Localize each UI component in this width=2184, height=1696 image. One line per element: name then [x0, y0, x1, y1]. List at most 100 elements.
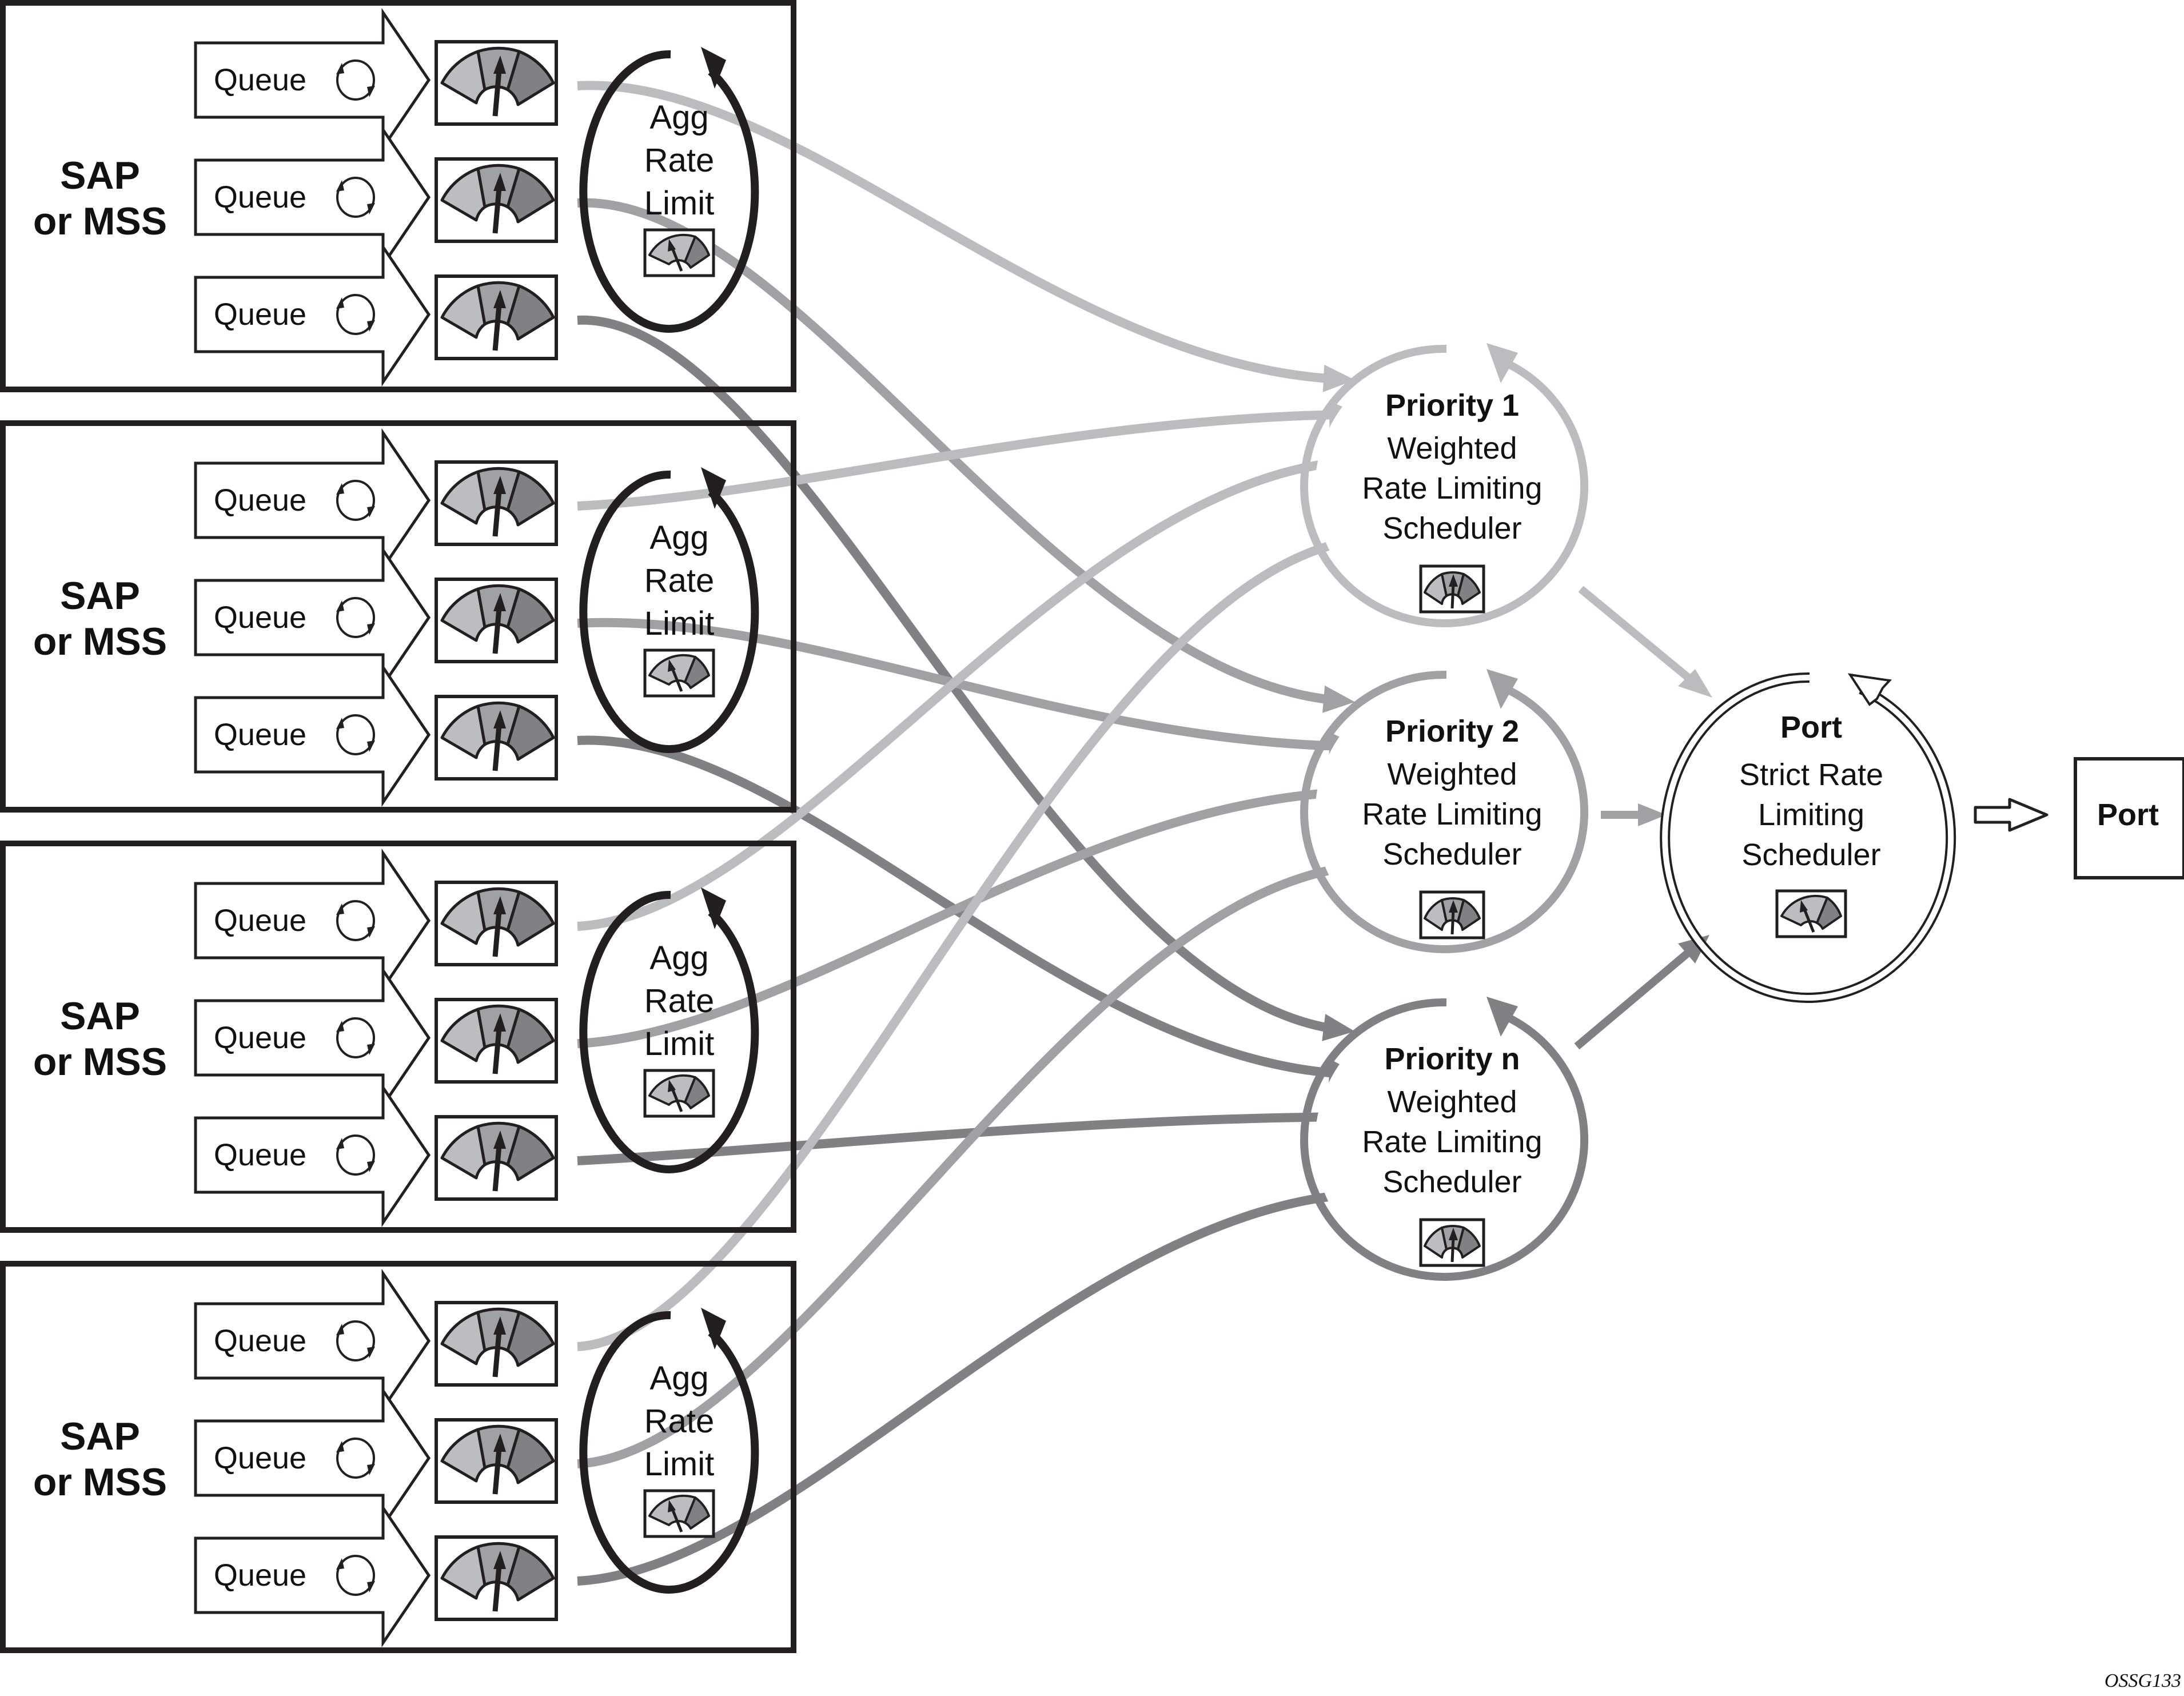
gauge-icon — [645, 650, 714, 696]
queue-arrow-shape — [194, 662, 431, 807]
sap-group-frame — [0, 0, 796, 392]
scheduler-loop-arrowhead — [1486, 669, 1518, 709]
queue: Queue — [194, 848, 556, 993]
scheduler-line3: Scheduler — [1382, 511, 1521, 546]
scheduler-line3: Scheduler — [1382, 1165, 1521, 1199]
sap-label: SAP — [60, 1415, 140, 1458]
queue-label: Queue — [214, 1441, 306, 1475]
queue-arrow-shape — [194, 545, 431, 690]
scheduler-loop-arrowhead — [1486, 997, 1518, 1037]
gauge-icon — [436, 1420, 556, 1502]
port-scheduler-loop-arrowhead — [1847, 673, 1892, 706]
scheduler-loop-arrowhead — [1486, 343, 1518, 383]
queue: Queue — [194, 662, 556, 807]
flow-arrows — [577, 81, 1372, 1586]
queue: Queue — [194, 242, 556, 387]
queue: Queue — [194, 1386, 556, 1531]
agg-label-line3: Limit — [644, 1446, 714, 1483]
port-scheduler-line1: Strict Rate — [1739, 758, 1883, 792]
port-box: Port — [2074, 757, 2184, 879]
gauge-icon — [436, 696, 556, 779]
gauge-icon — [436, 579, 556, 662]
sap-label: SAP — [60, 994, 140, 1038]
gauge-icon — [436, 159, 556, 241]
agg-label-line1: Agg — [649, 519, 708, 556]
gauge-icon — [645, 1491, 714, 1536]
port-scheduler-title: Port — [1780, 710, 1842, 745]
flow-arrowhead — [1322, 364, 1355, 392]
queue-arrow-shape — [194, 1386, 431, 1531]
scheduler-line2: Rate Limiting — [1362, 1125, 1542, 1159]
flow-arrowhead — [1322, 685, 1355, 713]
port-scheduler-line2: Limiting — [1758, 798, 1864, 832]
queue-label: Queue — [214, 600, 306, 635]
agg-label-line2: Rate — [644, 1403, 715, 1440]
agg-loop-arc — [579, 470, 759, 753]
queue-label: Queue — [214, 1324, 306, 1358]
gauge-icon — [436, 276, 556, 359]
gauge-icon — [436, 1303, 556, 1385]
sap-label: SAP — [60, 154, 140, 197]
queue: Queue — [194, 1268, 556, 1414]
queue-label: Queue — [214, 63, 306, 97]
queue: Queue — [194, 7, 556, 153]
scheduler-title: Priority 2 — [1385, 714, 1519, 749]
sap-sublabel: or MSS — [33, 620, 167, 663]
sap-sublabel: or MSS — [33, 1040, 167, 1084]
arrow-prioritynto-port — [1574, 935, 1709, 1050]
flow-arrow-priority-n — [577, 315, 1355, 1041]
queue-arrow-shape — [194, 848, 431, 993]
queue: Queue — [194, 125, 556, 270]
gauge-icon — [436, 1537, 556, 1619]
agg-loop-arrowhead — [701, 47, 726, 89]
gauge-icon — [645, 230, 714, 276]
queue-label: Queue — [214, 180, 306, 214]
queue-label: Queue — [214, 1138, 306, 1172]
queue-arrow-shape — [194, 1082, 431, 1228]
agg-label-line3: Limit — [644, 605, 714, 642]
sap-group-frame — [0, 420, 796, 813]
scheduler-loop-arc — [1300, 344, 1589, 627]
queue-arrow-shape — [194, 428, 431, 573]
arrow-priority2-to-port — [1601, 803, 1667, 826]
agg-label-line1: Agg — [649, 939, 708, 977]
queue: Queue — [194, 1503, 556, 1648]
gauge-icon — [1421, 1220, 1484, 1265]
queue-arrow-shape — [194, 1503, 431, 1648]
gauge-icon — [436, 1117, 556, 1199]
scheduler-line2: Rate Limiting — [1362, 471, 1542, 505]
scheduler-loop-arc — [1300, 670, 1589, 953]
figure-caption: OSSG133 — [2105, 1670, 2181, 1691]
agg-loop-arc — [579, 1311, 759, 1594]
gauge-icon — [436, 42, 556, 124]
queue-arrow-shape — [194, 965, 431, 1110]
sap-group-frame — [0, 1261, 796, 1653]
scheduler-title: Priority n — [1384, 1042, 1520, 1076]
agg-label-line1: Agg — [649, 99, 708, 136]
arrow-priority1-to-port — [1578, 586, 1712, 698]
agg-label-line2: Rate — [644, 562, 715, 599]
port-box-label: Port — [2097, 798, 2159, 832]
port-scheduler: Port Strict Rate Limiting Scheduler — [1660, 672, 1956, 1003]
sap-label: SAP — [60, 574, 140, 618]
scheduler-line1: Weighted — [1387, 1085, 1517, 1119]
agg-loop-arrowhead — [701, 467, 726, 509]
gauge-icon — [1421, 566, 1484, 612]
queue-label: Queue — [214, 718, 306, 752]
queue-arrow-shape — [194, 1268, 431, 1414]
queue-label: Queue — [214, 1558, 306, 1593]
gauge-icon — [436, 462, 556, 544]
queue-label: Queue — [214, 1021, 306, 1055]
scheduler-title: Priority 1 — [1385, 388, 1519, 423]
scheduler-line1: Weighted — [1387, 757, 1517, 791]
